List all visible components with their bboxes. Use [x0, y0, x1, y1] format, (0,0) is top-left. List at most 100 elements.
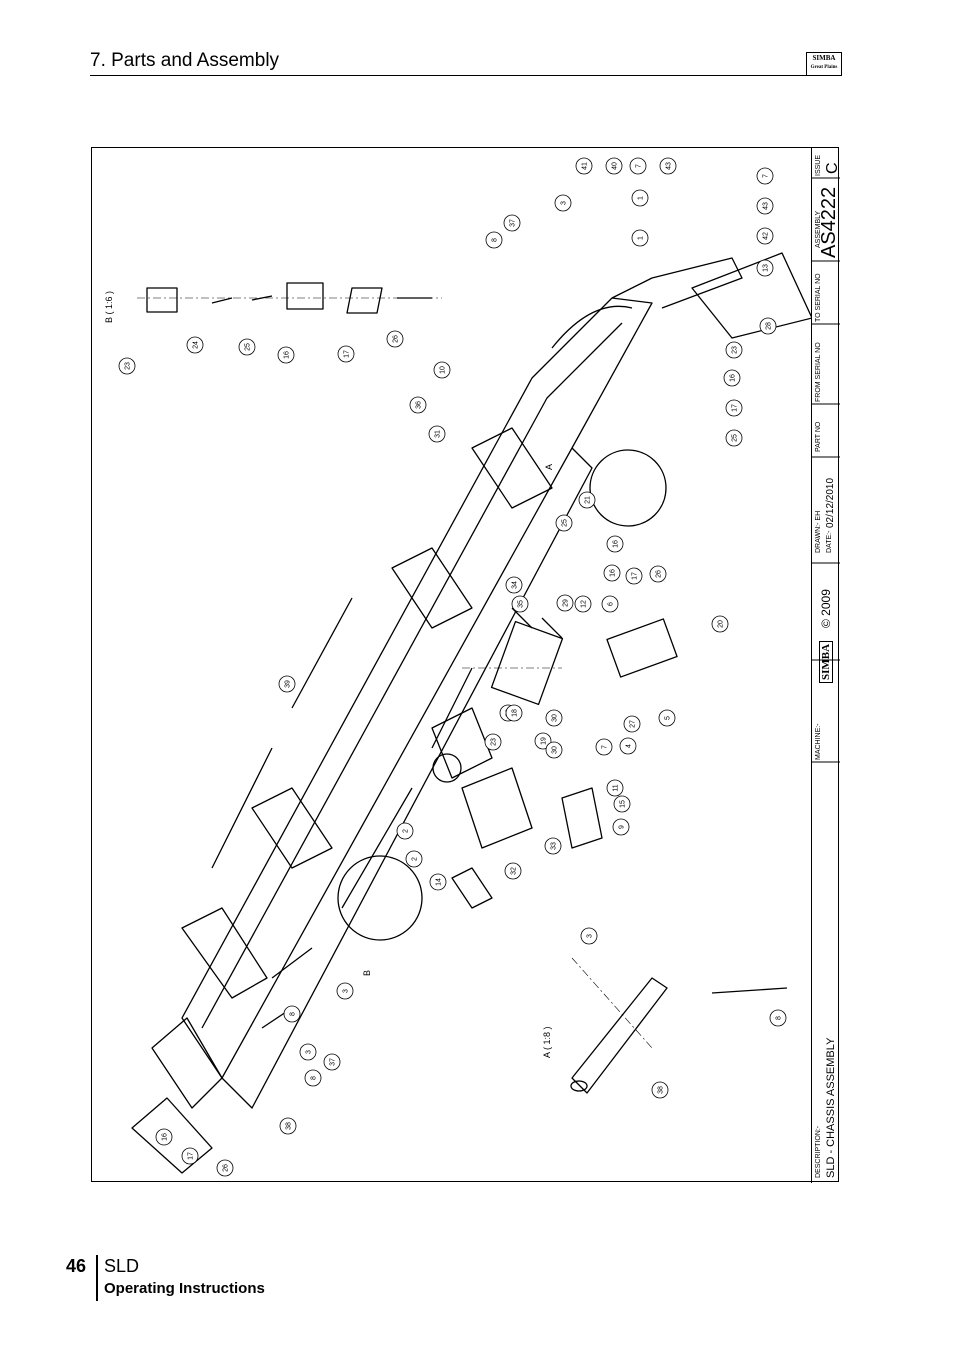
detail-circle-b — [337, 855, 423, 941]
balloon-label: 19 — [541, 737, 548, 745]
balloon-circle — [534, 732, 552, 750]
balloon-circle — [625, 567, 643, 585]
date-label: DATE:- — [826, 530, 833, 553]
balloon-label: 23 — [732, 346, 739, 354]
balloon-label: 17 — [732, 404, 739, 412]
balloon-label: 2 — [403, 829, 410, 833]
balloon-circle — [433, 361, 451, 379]
balloon-label: 41 — [582, 162, 589, 170]
part-no-label: PART NO — [815, 421, 822, 452]
title-block-grid — [812, 177, 840, 763]
balloon-circle — [595, 738, 613, 756]
balloon-circle — [337, 345, 355, 363]
balloon-label: 3 — [343, 989, 350, 993]
balloon-label: 18 — [512, 709, 519, 717]
balloon-circle — [336, 982, 354, 1000]
balloon-circle — [756, 167, 774, 185]
assembly-number: AS4222 — [818, 186, 840, 258]
issue-value: C — [824, 162, 841, 174]
balloon-label: 23 — [125, 362, 132, 370]
page-section-title: 7. Parts and Assembly — [90, 50, 280, 71]
balloon-label: 14 — [436, 878, 443, 886]
balloon-circle — [606, 779, 624, 797]
balloon-label: 38 — [286, 1122, 293, 1130]
balloon-circle — [769, 1009, 787, 1027]
drawn-label: DRAWN:- EH — [815, 510, 822, 553]
pin-38 — [571, 977, 668, 1094]
balloon-circle — [386, 330, 404, 348]
box-component — [606, 618, 678, 678]
balloon-circle — [484, 733, 502, 751]
balloon-circle — [756, 259, 774, 277]
balloon-circle — [613, 795, 631, 813]
balloon-circle — [574, 595, 592, 613]
date-value: 02/12/2010 — [825, 477, 836, 528]
balloon-label: 28 — [766, 322, 773, 330]
balloon-label: 42 — [763, 232, 770, 240]
balloon-circle — [619, 737, 637, 755]
balloon-circle — [429, 873, 447, 891]
balloon-label: 43 — [763, 202, 770, 210]
balloon-label: 20 — [718, 620, 725, 628]
balloon-circle — [555, 514, 573, 532]
balloon-label: 16 — [162, 1133, 169, 1141]
balloon-circle — [323, 1053, 341, 1071]
balloon-label: 36 — [416, 401, 423, 409]
balloon-label: 11 — [613, 784, 620, 791]
balloon-circle — [759, 317, 777, 335]
balloon-circle — [756, 227, 774, 245]
balloon-label: 30 — [552, 746, 559, 754]
balloon-circle — [278, 675, 296, 693]
balloon-label: 1 — [638, 236, 645, 240]
balloon-label: 13 — [763, 264, 770, 272]
balloon-label: 7 — [636, 164, 643, 168]
balloon-circle — [283, 1005, 301, 1023]
balloon-label: 27 — [630, 720, 637, 728]
to-serial-label: TO SERIAL NO — [815, 273, 822, 322]
copyright: © 2009 — [819, 589, 833, 628]
balloon-label: 31 — [435, 430, 442, 438]
balloon-circle — [601, 595, 619, 613]
balloon-label: 43 — [666, 162, 673, 170]
balloon-circle — [658, 709, 676, 727]
manual-subtitle: Operating Instructions — [104, 1280, 265, 1297]
balloon-label: 37 — [510, 219, 517, 227]
balloon-circle — [603, 564, 621, 582]
balloon-circle — [756, 197, 774, 215]
balloon-label: 40 — [612, 162, 619, 170]
chassis-beam-inner — [201, 322, 623, 1029]
balloon-circle — [629, 157, 647, 175]
balloon-circle — [186, 336, 204, 354]
balloon-label: 23 — [491, 738, 498, 746]
balloon-circle — [725, 429, 743, 447]
balloon-label: 16 — [610, 569, 617, 577]
description-label: DESCRIPTION:- — [815, 1125, 822, 1178]
model-name: SLD — [104, 1256, 140, 1276]
balloon-label: 12 — [581, 600, 588, 608]
balloon-circle — [659, 157, 677, 175]
balloon-circle — [545, 741, 563, 759]
balloon-label: 25 — [245, 343, 252, 351]
balloon-label: 10 — [440, 366, 447, 374]
brand-logo: SIMBA — [819, 640, 833, 683]
header-rule — [90, 75, 840, 76]
balloon-label: 17 — [344, 350, 351, 358]
title-block: ISSUE C ASSEMBLY AS4222 TO SERIAL NO FRO… — [811, 148, 841, 1183]
balloon-circle — [155, 1128, 173, 1146]
balloon-circle — [428, 425, 446, 443]
balloon-label: 3 — [561, 201, 568, 205]
balloon-circle — [505, 704, 523, 722]
balloon-label: 35 — [518, 600, 525, 608]
balloon-circle — [623, 715, 641, 733]
description-value: SLD - CHASSIS ASSEMBLY — [825, 1037, 837, 1178]
balloon-label: 34 — [512, 581, 519, 589]
balloon-label: 15 — [620, 800, 627, 808]
balloon-label: 9 — [619, 825, 626, 829]
detail-circle-a — [589, 449, 667, 527]
balloon-circle — [299, 1043, 317, 1061]
balloon-circle — [578, 491, 596, 509]
balloon-circle — [409, 396, 427, 414]
